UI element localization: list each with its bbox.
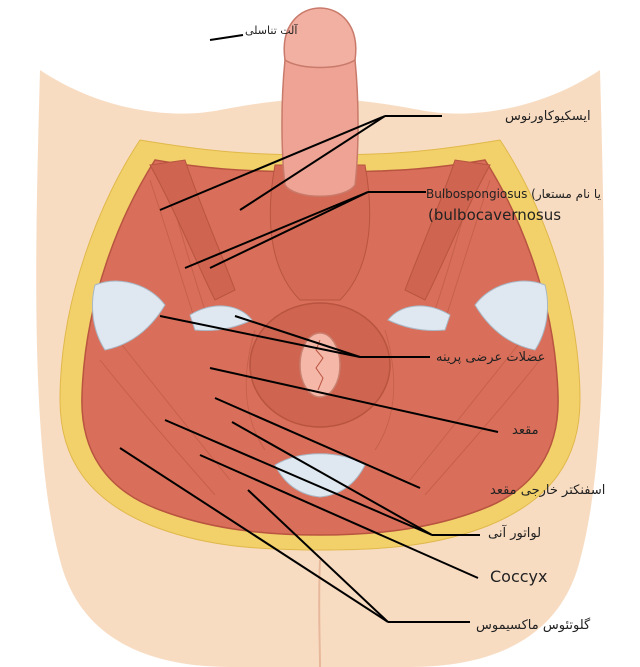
fascia-left	[91, 280, 166, 351]
label-penis: آلت تناسلی	[245, 24, 298, 37]
ischiocavernosus-left	[149, 159, 236, 301]
anus	[299, 332, 341, 398]
label-gluteus-maximus: گلوتئوس ماکسیموس	[476, 618, 591, 633]
fascia-right	[474, 280, 549, 351]
leader-lines	[119, 34, 499, 623]
label-anus: مقعد	[512, 423, 539, 438]
label-bulbospongiosus-line2: (bulbocavernosus	[428, 206, 562, 224]
label-levator-ani: لواتور آنی	[488, 526, 542, 541]
ischiocavernosus-right	[404, 159, 491, 301]
label-external-anal-sphincter: اسفنکتر خارجی مقعد	[490, 483, 606, 498]
glans	[283, 7, 357, 69]
bulbospongiosus	[269, 164, 371, 301]
fascia-center-right	[387, 305, 451, 331]
label-bulbospongiosus-line1: Bulbospongiosus (یا نام مستعار	[426, 187, 601, 201]
label-coccyx: Coccyx	[490, 567, 548, 586]
label-ischiocavernosus: ایسکیوکاورنوس	[505, 109, 591, 124]
label-transverse-perineal: عضلات عرضی پرینه	[436, 350, 546, 365]
penis	[281, 59, 359, 197]
gluteal-cleft	[318, 559, 321, 667]
fascia-coccyx	[274, 453, 366, 498]
